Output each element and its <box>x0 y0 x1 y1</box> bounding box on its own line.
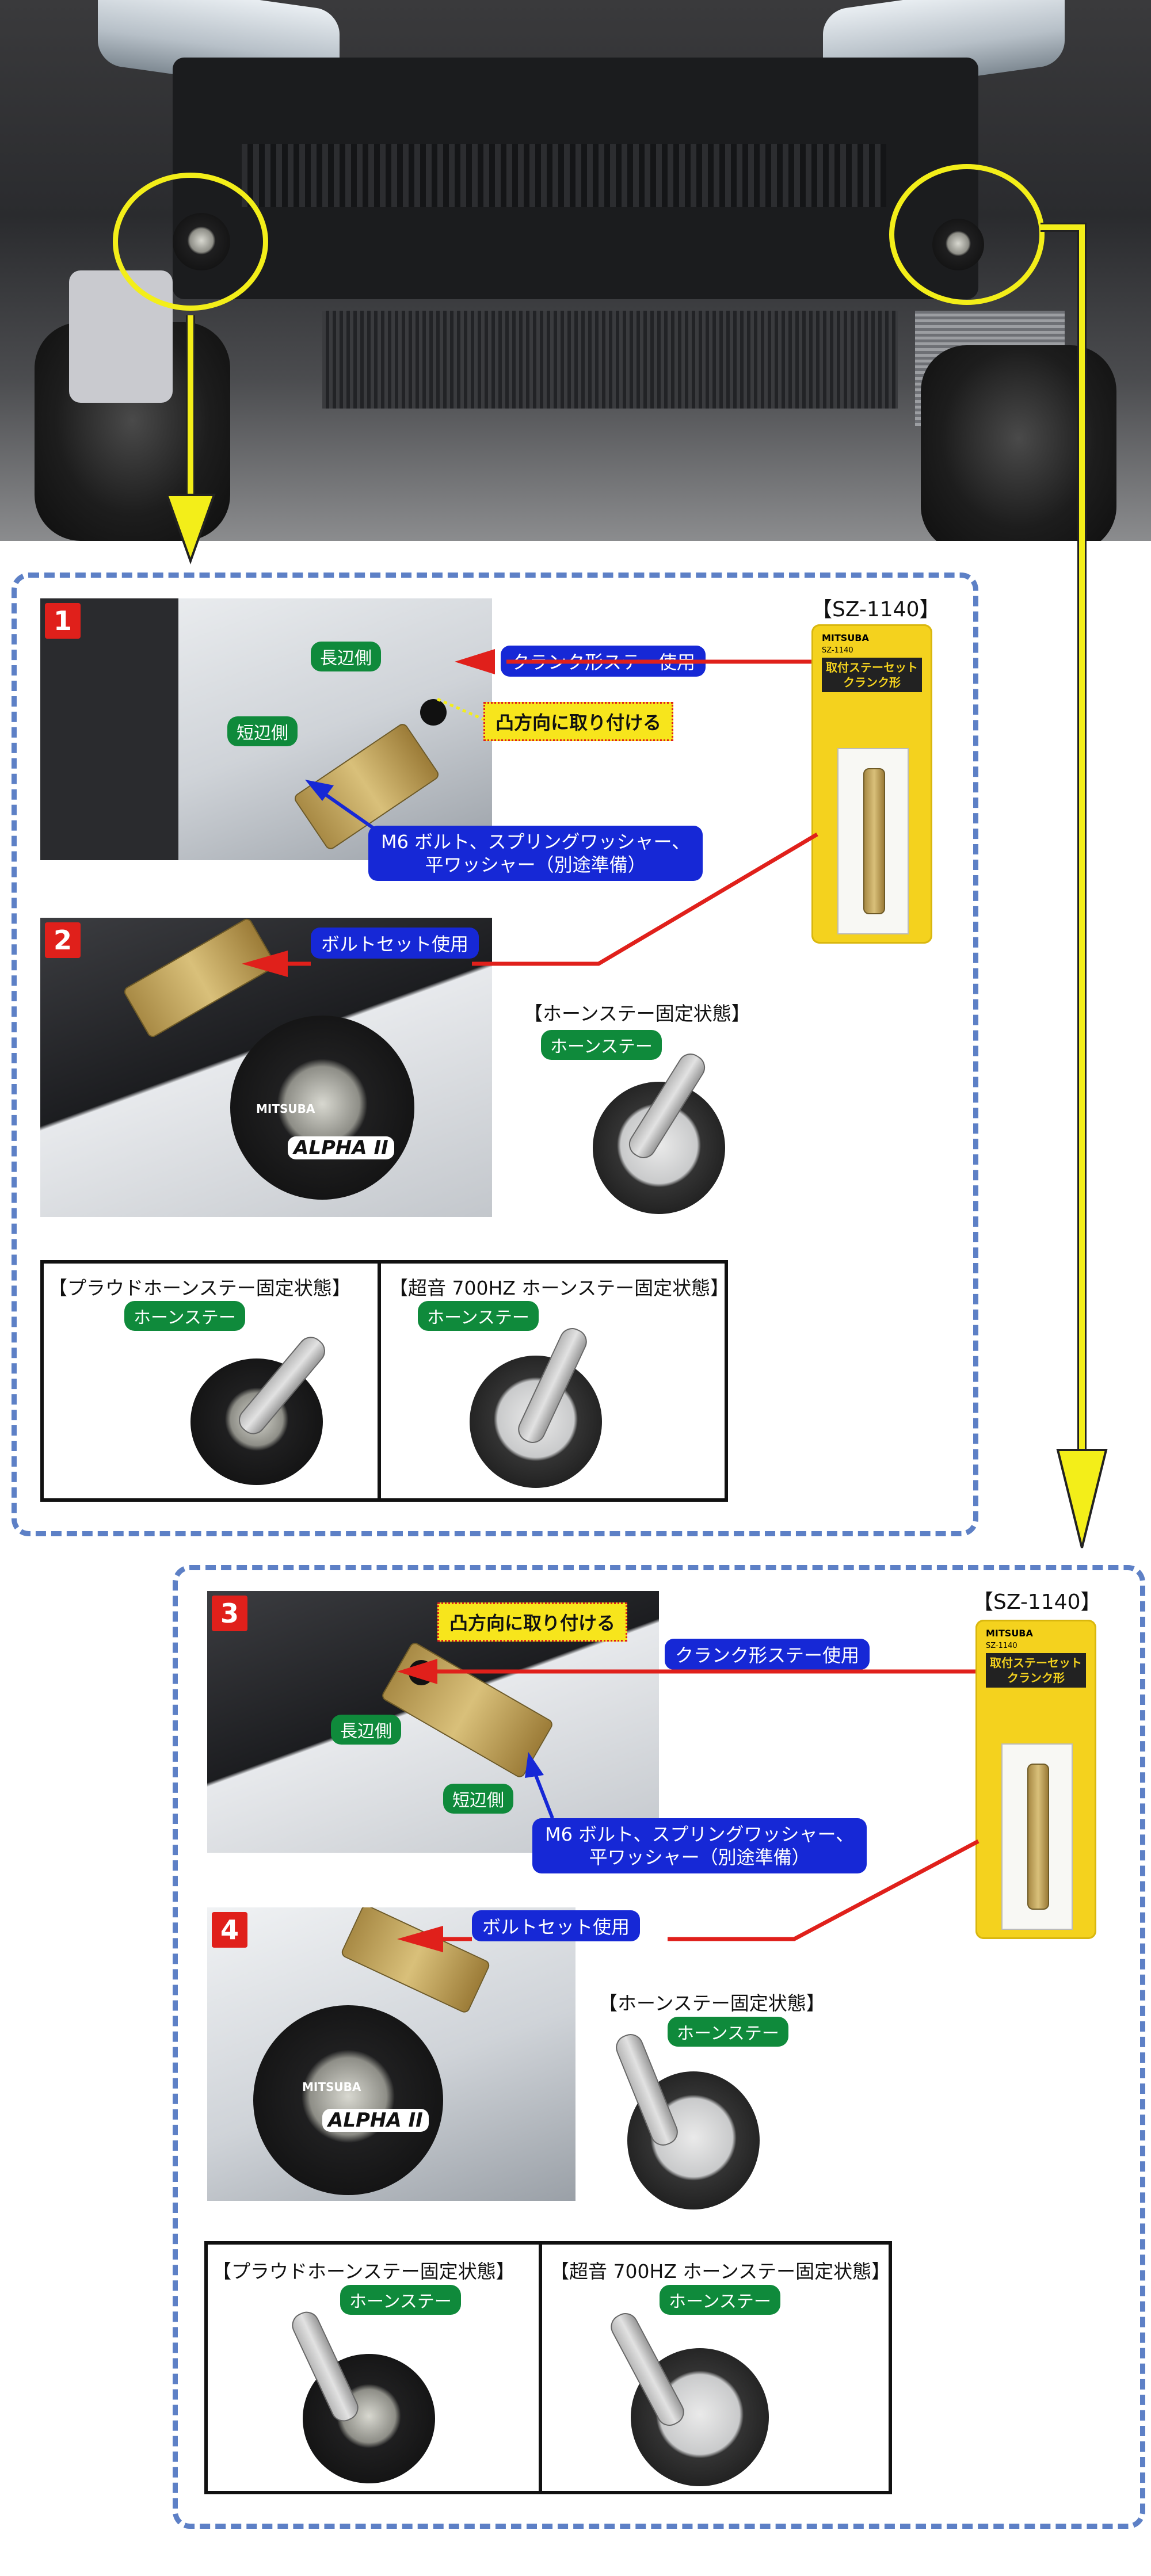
comparison-box: 【プラウドホーンステー固定状態】 【超音 700HZ ホーンステー固定状態】 ホ… <box>40 1260 730 1502</box>
sku-label-2: 【SZ-1140】 <box>973 1590 1102 1614</box>
step1-number: 1 <box>45 603 81 639</box>
horn-brand-text: MITSUBA <box>256 1102 315 1116</box>
product-package-2: MITSUBA SZ-1140 取付ステーセット クランク形 <box>975 1620 1096 1939</box>
crank-stay-label-2: クランク形ステー使用 <box>665 1639 870 1670</box>
step4-number: 4 <box>212 1912 247 1948</box>
radiator <box>322 311 898 409</box>
horn-stay-label-2: ホーンステー <box>668 2017 788 2047</box>
long-side-label-2: 長辺側 <box>331 1715 401 1745</box>
proud-horn-stay-label-2: ホーンステー <box>340 2285 461 2315</box>
package-brand-2: MITSUBA <box>986 1628 1033 1639</box>
package-model: SZ-1140 <box>822 646 853 655</box>
bolt-spec-line2: 平ワッシャー（別途準備） <box>425 854 646 876</box>
fixed-state-caption: 【ホーンステー固定状態】 <box>524 1002 750 1025</box>
bolt-spec-label: M6 ボルト、スプリングワッシャー、 平ワッシャー（別途準備） <box>368 826 703 881</box>
car-front-photo <box>0 0 1151 541</box>
proud-state-caption-2: 【プラウドホーンステー固定状態】 <box>212 2260 515 2283</box>
ultra-horn-stay-label-2: ホーンステー <box>660 2285 780 2315</box>
upper-grille <box>242 144 886 207</box>
short-side-label: 短辺側 <box>227 716 298 746</box>
down-arrow-left <box>165 494 216 564</box>
step2-number: 2 <box>45 922 81 958</box>
sku-label: 【SZ-1140】 <box>811 598 940 621</box>
bolt-spec-line1-2: M6 ボルト、スプリングワッシャー、 <box>545 1823 855 1845</box>
short-side-label-2: 短辺側 <box>443 1784 513 1814</box>
bolt-set-label-2: ボルトセット使用 <box>472 1910 641 1941</box>
package-title-line2: クランク形 <box>843 676 901 689</box>
package-stay-2 <box>1027 1764 1049 1910</box>
step4-horn <box>253 2005 443 2195</box>
horn-brand-text-2: MITSUBA <box>302 2080 361 2094</box>
proud-state-caption: 【プラウドホーンステー固定状態】 <box>48 1277 351 1299</box>
right-horn-highlight-circle <box>889 164 1045 305</box>
proud-horn-stay-label: ホーンステー <box>124 1301 245 1331</box>
step3-number: 3 <box>212 1596 247 1631</box>
bolt-spec-line2-2: 平ワッシャー（別途準備） <box>589 1846 810 1868</box>
ultra-state-caption: 【超音 700HZ ホーンステー固定状態】 <box>389 1277 730 1299</box>
comparison-divider-2 <box>539 2245 542 2491</box>
fixed-state-caption-2: 【ホーンステー固定状態】 <box>599 1992 825 2014</box>
step2-horn <box>230 1016 414 1200</box>
long-side-label: 長辺側 <box>311 642 381 671</box>
ultra-state-caption-2: 【超音 700HZ ホーンステー固定状態】 <box>550 2260 891 2283</box>
bolt-spec-label-2: M6 ボルト、スプリングワッシャー、 平ワッシャー（別途準備） <box>532 1818 867 1873</box>
horn-model-text-2: ALPHA II <box>322 2109 429 2132</box>
comparison-box-2: 【プラウドホーンステー固定状態】 【超音 700HZ ホーンステー固定状態】 ホ… <box>204 2241 892 2494</box>
convex-direction-label: 凸方向に取り付ける <box>483 702 674 741</box>
package-model-2: SZ-1140 <box>986 1642 1017 1650</box>
comparison-divider <box>378 1264 381 1498</box>
package-title: 取付ステーセット クランク形 <box>822 658 922 692</box>
stay-hole <box>420 699 447 726</box>
step1-dark-area <box>40 598 178 860</box>
horn-model-text: ALPHA II <box>288 1136 394 1159</box>
product-package: MITSUBA SZ-1140 取付ステーセット クランク形 <box>811 624 932 944</box>
package-stay <box>863 768 885 914</box>
horn-stay-label: ホーンステー <box>541 1030 662 1060</box>
package-title-line1: 取付ステーセット <box>826 661 918 674</box>
ultra-horn-stay-label: ホーンステー <box>418 1301 539 1331</box>
bolt-set-label: ボルトセット使用 <box>311 928 479 959</box>
bolt-spec-line1: M6 ボルト、スプリングワッシャー、 <box>381 831 691 853</box>
package-title-2-line1: 取付ステーセット <box>990 1656 1082 1670</box>
package-brand: MITSUBA <box>822 632 869 643</box>
package-title-2-line2: クランク形 <box>1007 1671 1065 1685</box>
left-horn-highlight-circle <box>113 173 268 311</box>
down-arrow-right <box>1056 1449 1108 1548</box>
convex-direction-label-2: 凸方向に取り付ける <box>437 1602 628 1642</box>
package-title-2: 取付ステーセット クランク形 <box>986 1653 1086 1688</box>
step4-photo: MITSUBA ALPHA II <box>207 1907 576 2201</box>
